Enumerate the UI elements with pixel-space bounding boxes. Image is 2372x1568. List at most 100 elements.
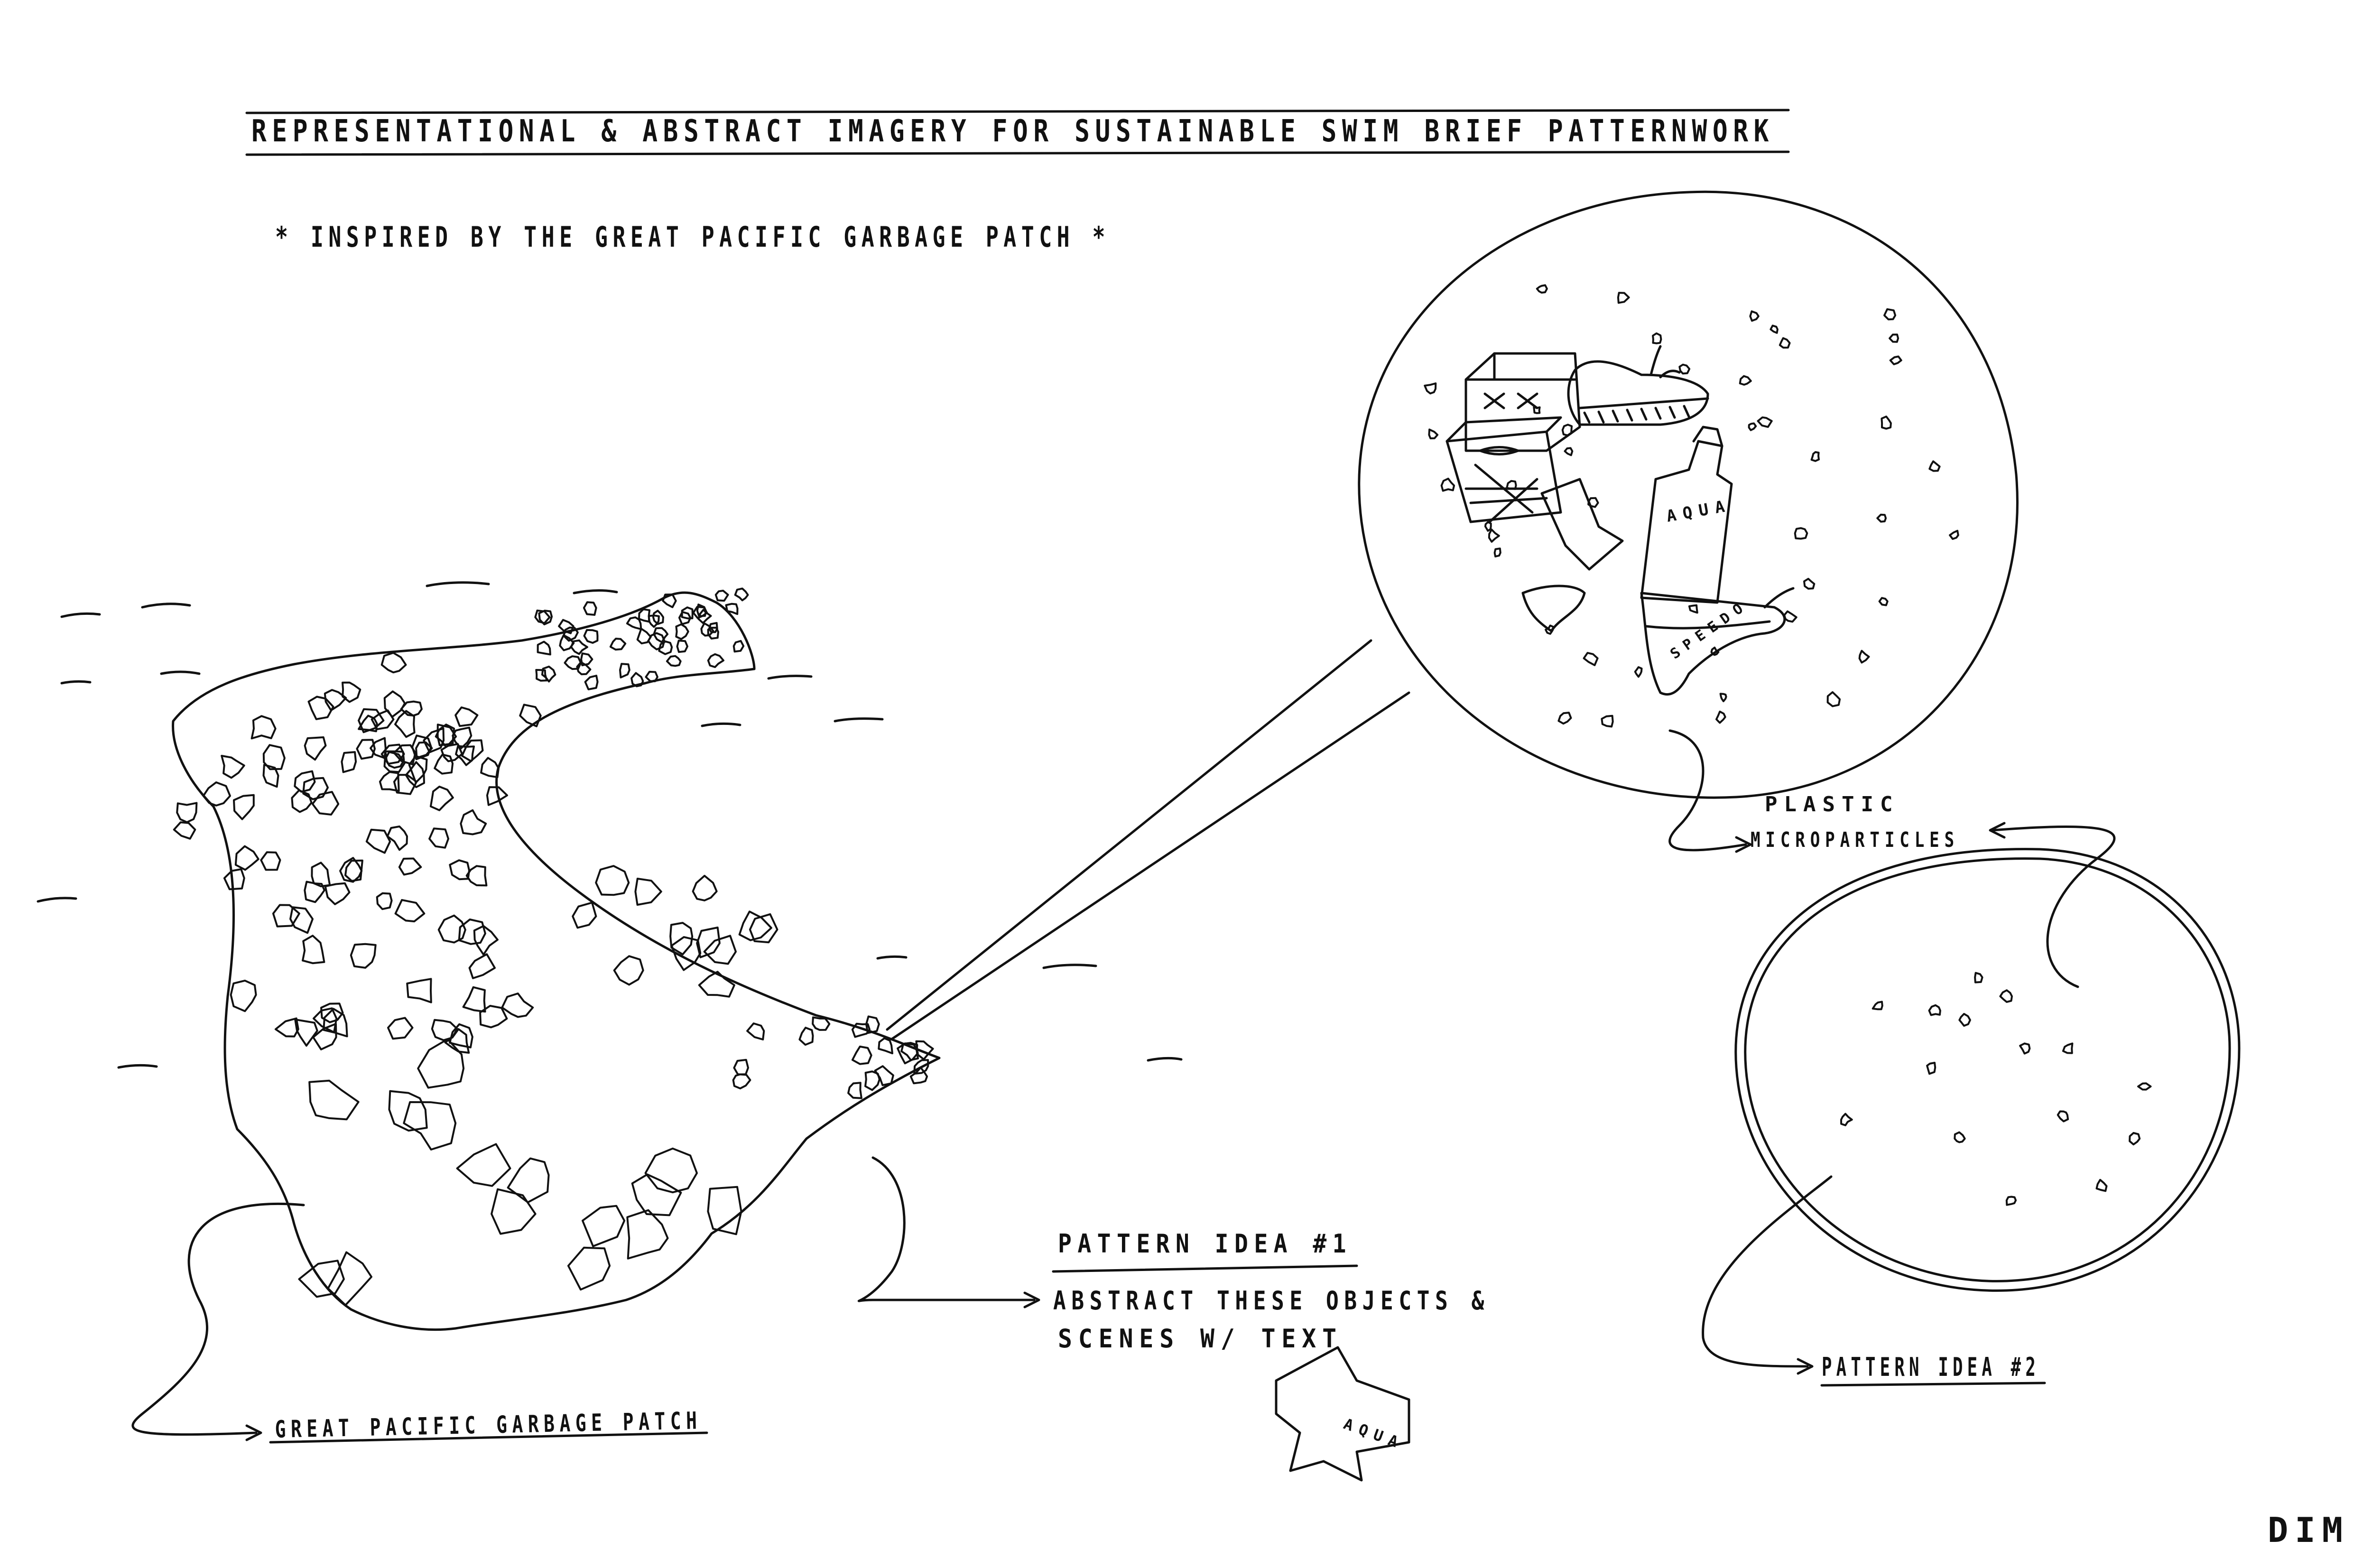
debris-closeup-circle [1358,190,2019,799]
debris-fragment [307,696,334,720]
debris-fragment [176,802,198,824]
debris-fragment [202,781,231,807]
plastic-particle [1794,527,1808,540]
debris-fragment [564,655,582,670]
debris-fragment [645,670,658,682]
abstract-fragment-icon [1275,1346,1410,1482]
debris-fragment [304,736,327,761]
debris-fragment [501,993,534,1018]
swim-brief-icon [1640,587,1795,696]
debris-fragment [703,935,737,965]
debris-fragment [732,640,745,653]
debris-fragment [233,794,255,820]
debris-fragment [431,1019,458,1041]
plastic-particle [1858,649,1870,664]
plastic-particle [1889,334,1899,343]
plastic-particle [1688,604,1698,614]
debris-fragment [851,1045,872,1065]
plastic-particle [1561,424,1573,436]
debris-fragment [558,619,574,634]
pattern-particle [1954,1131,1966,1143]
debris-fragment [223,868,245,891]
pattern-particle [1872,1001,1883,1011]
plastic-particle [1949,529,1959,540]
debris-fragment [669,922,694,956]
pattern-two-circle-outer [1734,848,2241,1292]
title-underline-bottom [245,150,1790,156]
debris-fragment [383,751,406,773]
debris-fragment [847,1082,862,1099]
pattern-particle [2005,1196,2017,1206]
debris-fragment [370,737,387,759]
garbage-patch-connector [131,1202,305,1436]
debris-fragment [535,669,548,682]
plastic-particle [1601,714,1614,728]
debris-fragment [400,700,423,717]
sneaker-icon [1567,345,1709,426]
plastic-particle [1710,646,1720,656]
debris-fragment [460,809,487,835]
plastic-label-connector [1668,729,1747,852]
bottle-icon [1640,426,1733,604]
title-underline-top [245,109,1790,114]
debris-fragment [634,878,662,906]
pattern-two-connector [1702,1175,1833,1368]
zoom-line-lower [890,691,1410,1040]
plastic-particle [1779,337,1791,349]
micro-particles-closeup [1424,284,1959,728]
debris-fragment [380,743,405,765]
debris-fragment [576,661,592,676]
debris-fragment [294,770,316,793]
pattern-one-line2: SCENES W/ TEXT [1058,1324,1343,1354]
debris-fragment [567,1246,611,1291]
debris-fragment [291,789,313,813]
debris-fragment [626,1209,669,1260]
debris-fragment [708,622,718,633]
fragment-label: AQUA [1341,1415,1407,1453]
debris-fragment [613,955,644,986]
debris-fragment [454,706,479,727]
debris-fragment [327,1251,372,1306]
debris-fragment [452,726,473,750]
plastic-particle [1739,375,1752,386]
plastic-particle [1889,355,1902,365]
debris-fragment [733,1058,749,1076]
debris-fragment [658,640,673,655]
debris-fragment [653,627,669,643]
plastic-particle [1715,710,1726,724]
plastic-particle [1748,422,1757,431]
debris-fragment [380,652,407,674]
debris-fragment [449,1023,473,1048]
debris-fragment [582,1205,626,1247]
pattern-particle [2057,1110,2069,1123]
debris-fragment [541,666,556,683]
page-title: REPRESENTATIONAL & ABSTRACT IMAGERY FOR … [251,114,1774,149]
debris-fragment [626,616,642,631]
debris-fragment [734,587,749,602]
debris-fragment [678,611,692,625]
cup-fragment-icon [1521,585,1586,632]
debris-fragment [339,857,363,883]
plastic-particle [1428,428,1439,439]
debris-fragment [350,943,377,969]
debris-fragment [638,608,651,623]
debris-fragment [644,1147,698,1194]
pattern-one-arrowhead [1023,1291,1040,1308]
debris-fragment [714,590,729,602]
debris-fragment [444,1028,470,1054]
pattern-particle [1840,1113,1853,1126]
plastic-particle [1583,652,1599,667]
debris-fragment [344,859,363,882]
plastic-particle [1557,712,1572,725]
plastic-particle [1440,477,1455,492]
debris-fragment [583,601,597,616]
debris-fragment [262,764,279,788]
garbage-patch-arrowhead [245,1424,262,1441]
pattern-particle [2062,1042,2074,1054]
debris-fragment [274,1017,299,1038]
debris-fragment [415,741,433,759]
debris-fragment [480,757,500,779]
debris-fragment [387,1017,414,1040]
brief-label: SPEEDO [1668,597,1752,663]
